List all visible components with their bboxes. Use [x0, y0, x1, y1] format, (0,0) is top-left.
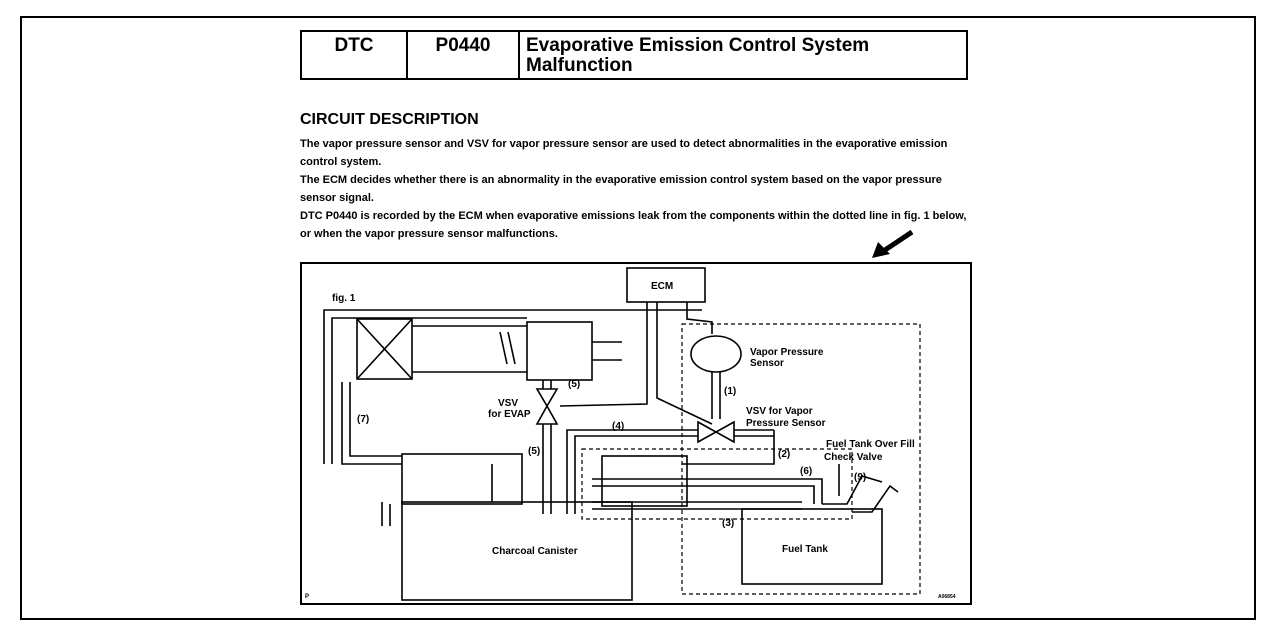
page-frame: [20, 16, 1256, 620]
description-paragraph: DTC P0440 is recorded by the ECM when ev…: [300, 210, 967, 240]
dotted-boundary: [681, 323, 921, 595]
throttle-body: [526, 321, 593, 381]
description-paragraph: The ECM decides whether there is an abno…: [300, 174, 942, 204]
callout-1: (1): [724, 386, 736, 397]
vsv-vapor-label: Pressure Sensor: [746, 418, 826, 429]
pointer-arrow-icon: [872, 229, 914, 258]
corner-mark: P: [305, 594, 309, 600]
section-heading: CIRCUIT DESCRIPTION: [300, 111, 479, 128]
vapor-sensor-label: Vapor Pressure: [750, 347, 824, 358]
fuel-tank-label: Fuel Tank: [782, 544, 828, 555]
ecm-label: ECM: [651, 281, 673, 292]
callout-4: (4): [612, 421, 624, 432]
figure-code: A06854: [938, 594, 956, 600]
dtc-code: P0440: [408, 32, 520, 78]
air-cleaner-box: [356, 318, 413, 380]
check-valve-label: Check Valve: [824, 452, 883, 463]
vsv-evap-label: VSV: [498, 398, 518, 409]
ecm-box: [626, 267, 706, 303]
callout-2: (2): [778, 449, 790, 460]
vsv-vapor-label: VSV for Vapor: [746, 406, 813, 417]
callout-3: (3): [722, 518, 734, 529]
canister-upper: [401, 453, 523, 505]
dtc-header-table: DTC P0440 Evaporative Emission Control S…: [300, 30, 968, 80]
circuit-description: The vapor pressure sensor and VSV for va…: [300, 135, 980, 243]
dtc-label: DTC: [302, 32, 408, 78]
charcoal-canister-label: Charcoal Canister: [492, 546, 578, 557]
dtc-title: Evaporative Emission Control System Malf…: [526, 35, 870, 76]
figure-1-diagram: ECM fig. 1 Vapor Pressure Sensor VSV for…: [300, 262, 972, 605]
callout-5: (5): [568, 379, 580, 390]
callout-5: (5): [528, 446, 540, 457]
fig-label: fig. 1: [332, 293, 356, 304]
fuel-tank: [741, 508, 883, 585]
callout-7: (7): [357, 414, 369, 425]
vsv-evap-label: for EVAP: [488, 409, 531, 420]
charcoal-canister: [401, 501, 633, 601]
description-paragraph: The vapor pressure sensor and VSV for va…: [300, 138, 948, 168]
vapor-pressure-sensor: [690, 335, 742, 373]
vapor-sensor-label: Sensor: [750, 358, 784, 369]
callout-6: (6): [800, 466, 812, 477]
check-valve-label: Fuel Tank Over Fill: [826, 439, 915, 450]
callout-9: (9): [854, 472, 866, 483]
